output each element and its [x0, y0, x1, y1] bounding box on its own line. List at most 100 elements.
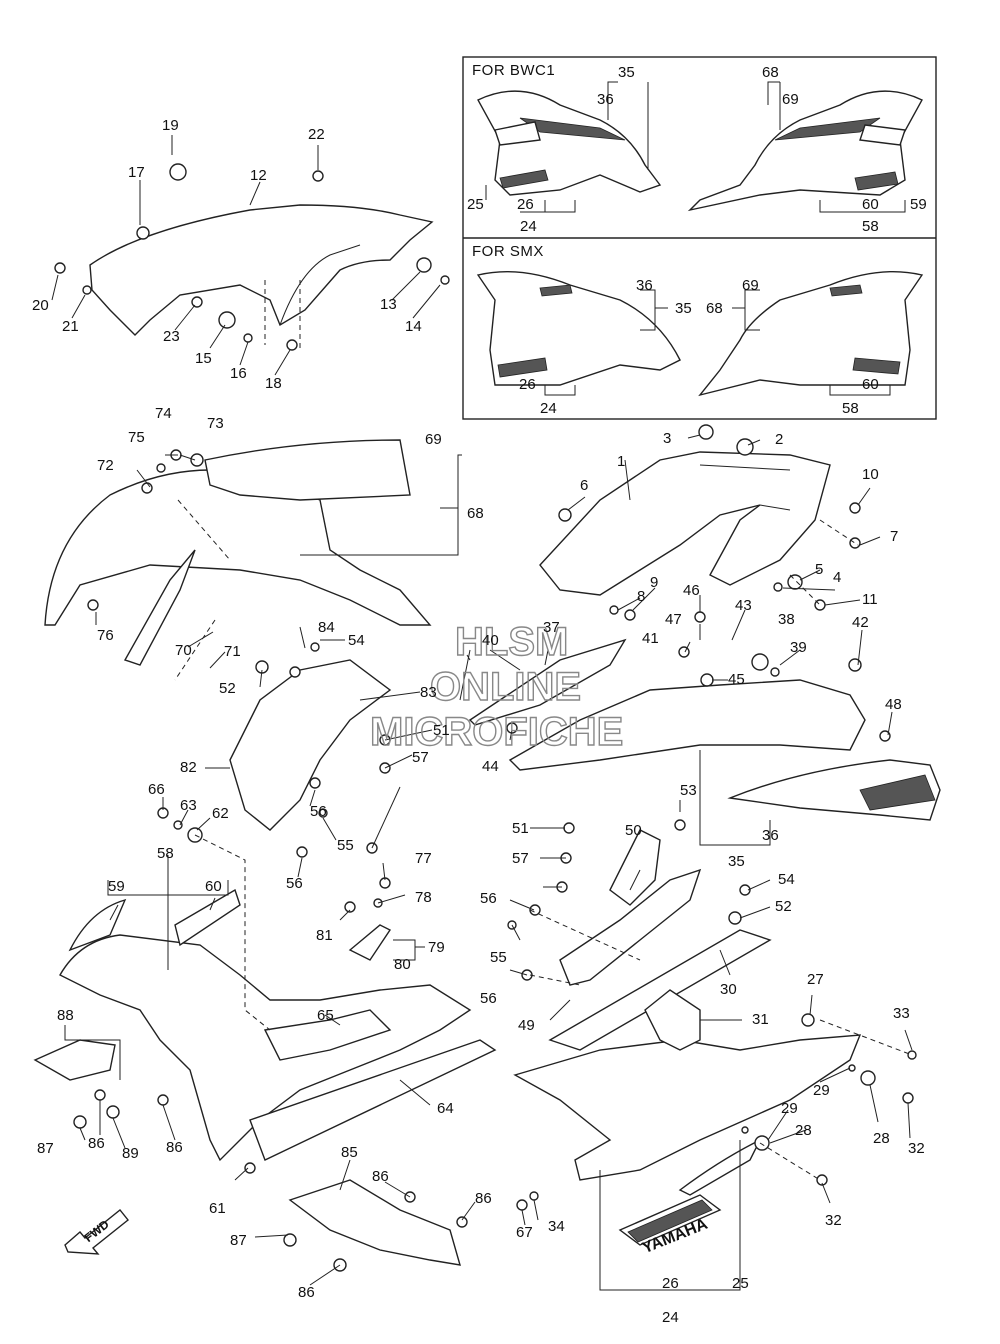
panel-64	[249, 1039, 497, 1161]
part-number: 56	[286, 875, 303, 892]
panel-30	[548, 929, 772, 1051]
part-number: 69	[782, 91, 799, 108]
part-number: 75	[128, 429, 145, 446]
part-number: 12	[250, 167, 267, 184]
bracket-79	[348, 924, 392, 961]
part-number: 78	[415, 889, 432, 906]
part-number: 40	[482, 632, 499, 649]
part-number: 68	[706, 300, 723, 317]
part-number: 60	[205, 878, 222, 895]
part-number: 35	[618, 64, 635, 81]
part-number: 17	[128, 164, 145, 181]
part-number: 56	[480, 890, 497, 907]
part-number: 32	[825, 1212, 842, 1229]
part-number: 1	[617, 453, 625, 470]
part-number: 36	[762, 827, 779, 844]
part-number: 50	[625, 822, 642, 839]
side-cover-12	[89, 204, 434, 336]
part-number: 10	[862, 466, 879, 483]
part-number: 63	[180, 797, 197, 814]
part-number: 59	[108, 878, 125, 895]
part-number: 68	[467, 505, 484, 522]
part-number: 11	[862, 591, 878, 608]
side-cover-1	[539, 451, 831, 596]
part-number: 83	[420, 684, 437, 701]
part-number: 16	[230, 365, 247, 382]
svg-text:MICROFICHE: MICROFICHE	[370, 710, 623, 754]
part-number: 82	[180, 759, 197, 776]
part-number: 53	[680, 782, 697, 799]
part-number: 34	[548, 1218, 565, 1235]
part-number: 77	[415, 850, 432, 867]
part-number: 69	[425, 431, 442, 448]
part-number: 48	[885, 696, 902, 713]
part-number: 66	[148, 781, 165, 798]
part-number: 65	[317, 1007, 334, 1024]
part-number: 49	[518, 1017, 535, 1034]
part-number: 47	[665, 611, 682, 628]
part-number: 55	[490, 949, 507, 966]
screen-69	[204, 439, 411, 501]
part-number: 22	[308, 126, 325, 143]
part-number: 86	[475, 1190, 492, 1207]
panel-70	[123, 549, 196, 666]
watermark: HLSM ONLINE MICROFICHE	[369, 619, 624, 754]
part-number: 42	[852, 614, 869, 631]
part-number: 86	[166, 1139, 183, 1156]
part-number: 20	[32, 297, 49, 314]
part-number: 33	[893, 1005, 910, 1022]
part-number: 15	[195, 350, 212, 367]
part-number: 79	[428, 939, 445, 956]
part-number: 68	[762, 64, 779, 81]
part-number: 4	[833, 569, 841, 586]
part-number: 8	[637, 588, 645, 605]
part-number: 29	[813, 1082, 830, 1099]
part-number: 58	[157, 845, 174, 862]
part-number: 71	[224, 643, 241, 660]
leader-lines	[51, 135, 913, 1291]
part-number: 58	[862, 218, 879, 235]
part-number: 24	[520, 218, 537, 235]
part-number: 25	[732, 1275, 749, 1292]
part-number: 32	[908, 1140, 925, 1157]
part-number: 23	[163, 328, 180, 345]
part-number: 45	[728, 671, 745, 688]
bracket-31	[644, 989, 701, 1051]
part-number: 84	[318, 619, 335, 636]
part-number: 64	[437, 1100, 454, 1117]
inner-panel-82	[229, 659, 392, 831]
part-number: 24	[662, 1309, 679, 1326]
part-number: 28	[873, 1130, 890, 1147]
part-number: 3	[663, 430, 671, 447]
part-number: 86	[88, 1135, 105, 1152]
part-number: 29	[781, 1100, 798, 1117]
part-number-labels: 35 36 68 69 25 26 24 60 59 58 36 35 69 6…	[32, 64, 927, 1326]
part-number: 74	[155, 405, 172, 422]
part-number: 59	[910, 196, 927, 213]
lower-cowl-24	[513, 1034, 862, 1181]
part-number: 54	[348, 632, 365, 649]
part-number: 87	[230, 1232, 247, 1249]
fwd-arrow-icon: FWD	[64, 1209, 129, 1255]
part-number: 19	[162, 117, 179, 134]
part-number: 73	[207, 415, 224, 432]
part-number: 6	[580, 477, 588, 494]
part-number: 87	[37, 1140, 54, 1157]
part-number: 25	[467, 196, 484, 213]
part-number: 13	[380, 296, 397, 313]
part-number: 43	[735, 597, 752, 614]
part-number: 26	[519, 376, 536, 393]
part-number: 52	[775, 898, 792, 915]
upper-cowl-68	[44, 469, 432, 626]
part-number: 88	[57, 1007, 74, 1024]
part-number: 35	[728, 853, 745, 870]
part-number: 89	[122, 1145, 139, 1162]
part-number: 37	[543, 619, 560, 636]
part-number: 44	[482, 758, 499, 775]
part-number: 60	[862, 376, 879, 393]
part-number: 51	[512, 820, 529, 837]
part-number: 67	[516, 1224, 533, 1241]
decal-59	[68, 898, 127, 952]
part-number: 57	[412, 749, 429, 766]
